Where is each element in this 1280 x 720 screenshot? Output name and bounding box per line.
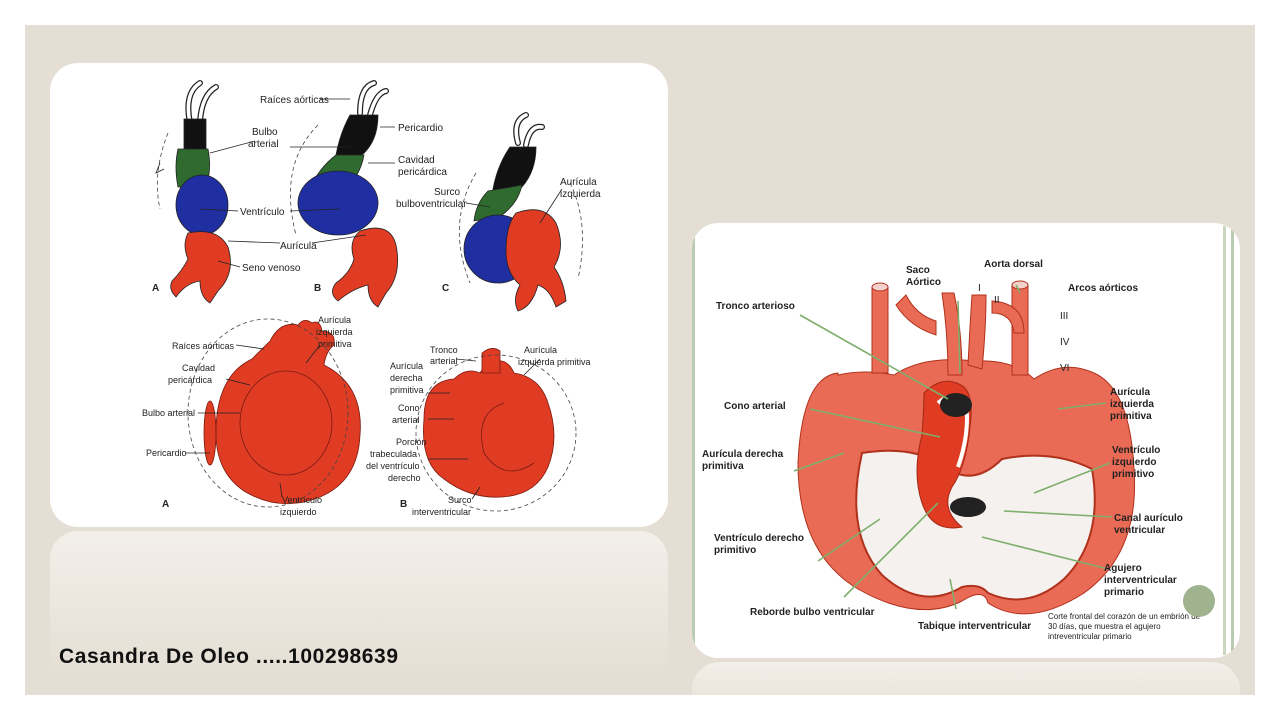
label-b-primitiva-1: primitiva [318,339,352,349]
card-right-stripe-right [1223,226,1226,655]
label-agujero-3: primario [1104,587,1144,598]
label-seno-venoso: Seno venoso [242,263,301,274]
label-b-izquierdo: izquierdo [280,507,317,517]
label-roman-i: I [978,283,981,294]
label-letter-b-top: B [314,283,321,294]
label-auricula-derecha-2: primitiva [702,461,744,472]
label-b-izquierda-1: izquierda [316,327,353,337]
label-b-auricula-1: Aurícula [318,315,351,325]
label-canal-2: ventricular [1114,525,1165,536]
label-bulbo: Bulbo [252,127,278,138]
left-figure-card: Raíces aórticas Bulbo arterial Pericardi… [50,63,668,527]
heart-development-diagram: Raíces aórticas Bulbo arterial Pericardi… [142,80,601,517]
label-agujero-2: interventricular [1104,575,1177,586]
label-canal-1: Canal aurículo [1114,513,1183,524]
label-auricula-izq-2: izquierda [1110,399,1154,410]
right-figure-card: Saco Aórtico Aorta dorsal Arcos aórticos… [692,223,1240,658]
label-b-cavidad: Cavidad [182,363,215,373]
label-agujero-1: Agujero [1104,563,1142,574]
label-tronco-arterioso: Tronco arterioso [716,301,795,312]
label-letter-a-bottom: A [162,499,169,510]
label-pericardio: Pericardio [398,123,443,134]
left-card-reflection [50,531,668,681]
label-ventriculo-derecho-2: primitivo [714,545,756,556]
label-auricula-izq-1: Aurícula [1110,387,1150,398]
label-b-auricula-3: Aurícula [524,345,557,355]
label-roman-iv: IV [1060,337,1070,348]
label-letter-b-bottom: B [400,499,407,510]
label-b-arterial-2: arterial [392,415,420,425]
author-caption: Casandra De Oleo .....100298639 [59,645,399,668]
label-b-izquierda-primitiva: izquierda primitiva [518,357,591,367]
label-ventriculo-izq-2: izquierdo [1112,457,1156,468]
caption-line-2: 30 días, que muestra el agujero [1048,622,1161,631]
label-raices-aorticas: Raíces aórticas [260,95,329,106]
label-bulbo-arterial: arterial [248,139,279,150]
label-ventriculo-derecho-1: Ventrículo derecho [714,533,804,544]
label-cavidad: Cavidad [398,155,435,166]
label-aorta-dorsal: Aorta dorsal [984,259,1043,270]
label-bulboventricular: bulboventricular [396,199,467,210]
label-b-raices-aorticas: Raíces aórticas [172,341,235,351]
caption-line-1: Corte frontal del corazón de un embrión … [1048,612,1201,621]
label-roman-ii: II [994,295,1000,306]
label-reborde: Reborde bulbo ventricular [750,607,875,618]
label-auricula-izq-3: primitiva [1110,411,1152,422]
label-b-bulbo-arterial: Bulbo arterial [142,408,195,418]
label-b-arterial: arterial [430,356,458,366]
label-aortico: Aórtico [906,277,941,288]
label-ventriculo-izq-1: Ventrículo [1112,445,1160,456]
label-ventriculo-izq-3: primitivo [1112,469,1154,480]
label-b-pericardio: Pericardio [146,448,187,458]
label-b-derecho: derecho [388,473,421,483]
label-b-surco: Surco [448,495,472,505]
label-cono-arterial: Cono arterial [724,401,786,412]
label-b-ventriculo: Ventrículo [282,495,322,505]
heart-section-diagram: Saco Aórtico Aorta dorsal Arcos aórticos… [702,259,1201,641]
label-b-del-ventriculo: del ventrículo [366,461,420,471]
label-b-derecha: derecha [390,373,423,383]
label-b-cono: Cono [398,403,420,413]
label-b-porcion: Porción [396,437,427,447]
label-b-trabeculada: trabeculada [370,449,417,459]
decorative-circle [1183,585,1215,617]
label-b-pericardica: pericárdica [168,375,212,385]
label-auricula: Aurícula [280,241,317,252]
label-pericardica: pericárdica [398,167,447,178]
label-letter-c-top: C [442,283,449,294]
label-saco: Saco [906,265,930,276]
label-arcos-aorticos: Arcos aórticos [1068,283,1138,294]
label-auricula-izquierda-1: Aurícula [560,177,597,188]
label-ventriculo: Ventrículo [240,207,285,218]
label-b-primitiva-2: primitiva [390,385,424,395]
card-right-stripe-left [692,226,695,655]
right-card-reflection [692,662,1240,695]
label-b-auricula-2: Aurícula [390,361,423,371]
card-right-stripe-right-2 [1231,226,1234,655]
label-roman-iii: III [1060,311,1068,322]
slide: Raíces aórticas Bulbo arterial Pericardi… [25,25,1255,695]
label-tabique: Tabique interventricular [918,621,1031,632]
label-surco: Surco [434,187,461,198]
caption-line-3: intreventricular primario [1048,632,1132,641]
label-auricula-izquierda-2: izquierda [560,189,601,200]
label-auricula-derecha-1: Aurícula derecha [702,449,784,460]
label-roman-vi: VI [1060,363,1069,374]
label-letter-a-top: A [152,283,159,294]
label-b-interventricular: interventricular [412,507,471,517]
label-b-tronco: Tronco [430,345,458,355]
